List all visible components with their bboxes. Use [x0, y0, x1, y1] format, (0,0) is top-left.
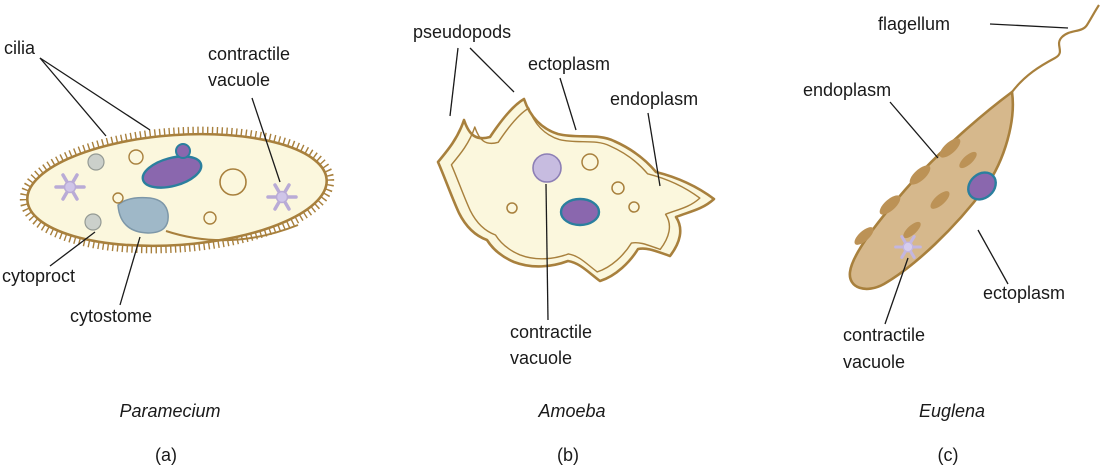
small-vacuole: [611, 181, 625, 195]
label-ectoplasm-b: ectoplasm: [528, 54, 610, 74]
panel-letter-a: (a): [155, 445, 177, 465]
contractile-vacuole-star-left: [54, 173, 86, 201]
label-contractile-b-line1: contractile: [510, 322, 592, 342]
panel-letter-c: (c): [938, 445, 959, 465]
euglena-figure: flagellum endoplasm ectoplasm contractil…: [803, 4, 1100, 465]
cilia-fringe: [19, 126, 335, 254]
leader-ectoplasm-c: [977, 229, 1009, 285]
macronucleus: [141, 155, 203, 189]
leader-flagellum: [989, 23, 1069, 29]
euglena-contractile-vacuole-star: [894, 235, 922, 259]
label-contractile-vacuole-line2: vacuole: [208, 70, 270, 90]
caption-euglena: Euglena: [919, 401, 985, 421]
caption-paramecium: Paramecium: [119, 401, 220, 421]
food-vacuole: [203, 211, 217, 225]
panel-letter-b: (b): [557, 445, 579, 465]
leader-contractile-vacuole-b: [545, 183, 549, 321]
small-vacuole: [506, 202, 518, 214]
food-vacuole: [128, 149, 144, 165]
leader-contractile-vacuole-a: [251, 97, 281, 183]
leader-pseudopods-1: [449, 47, 459, 117]
euglena-organelle: [879, 195, 901, 215]
euglena-organelle: [903, 221, 921, 239]
euglena-organelle: [854, 227, 874, 245]
label-pseudopods: pseudopods: [413, 22, 511, 42]
label-contractile-vacuole-line1: contractile: [208, 44, 290, 64]
leader-contractile-vacuole-c: [884, 257, 909, 325]
micronucleus: [175, 143, 191, 159]
label-flagellum: flagellum: [878, 14, 950, 34]
label-contractile-b-line2: vacuole: [510, 348, 572, 368]
amoeba-body: [436, 97, 716, 283]
euglena-organelle: [930, 191, 950, 209]
contractile-vacuole-star-right: [266, 183, 298, 211]
leader-cilia-2: [39, 57, 151, 131]
label-cilia: cilia: [4, 38, 36, 58]
amoeba-contractile-vacuole: [532, 153, 562, 183]
granule-vacuole: [87, 153, 105, 171]
caption-amoeba: Amoeba: [537, 401, 605, 421]
small-vacuole: [581, 153, 599, 171]
amoeba-ectoplasm-line: [450, 107, 701, 273]
leader-cilia-1: [39, 57, 107, 137]
label-ectoplasm-c: ectoplasm: [983, 283, 1065, 303]
label-cytostome: cytostome: [70, 306, 152, 326]
oral-groove: [165, 224, 299, 242]
euglena-organelle: [909, 165, 931, 185]
euglena-organelle: [939, 138, 961, 158]
food-vacuole: [219, 168, 247, 196]
leader-endoplasm-b: [647, 112, 661, 187]
euglena-organelle: [959, 151, 977, 169]
label-cytoproct: cytoproct: [2, 266, 75, 286]
granule-vacuole: [84, 213, 102, 231]
food-vacuole: [112, 192, 124, 204]
label-contractile-c-line1: contractile: [843, 325, 925, 345]
leader-pseudopods-2: [469, 47, 515, 93]
leader-endoplasm-c: [889, 101, 939, 159]
label-endoplasm-c: endoplasm: [803, 80, 891, 100]
cytostome-shape: [117, 196, 169, 234]
paramecium-figure: cilia contractile vacuole cytoproct cyto…: [2, 38, 335, 465]
small-vacuole: [628, 201, 640, 213]
leader-cytoproct: [49, 231, 96, 267]
flagellum-shape: [1011, 4, 1100, 93]
euglena-nucleus: [967, 171, 997, 201]
leader-ectoplasm-b: [559, 77, 577, 131]
label-endoplasm-b: endoplasm: [610, 89, 698, 109]
amoeba-nucleus: [559, 197, 601, 227]
leader-cytostome: [119, 236, 141, 306]
label-contractile-c-line2: vacuole: [843, 352, 905, 372]
amoeba-figure: pseudopods ectoplasm endoplasm contracti…: [413, 22, 716, 465]
